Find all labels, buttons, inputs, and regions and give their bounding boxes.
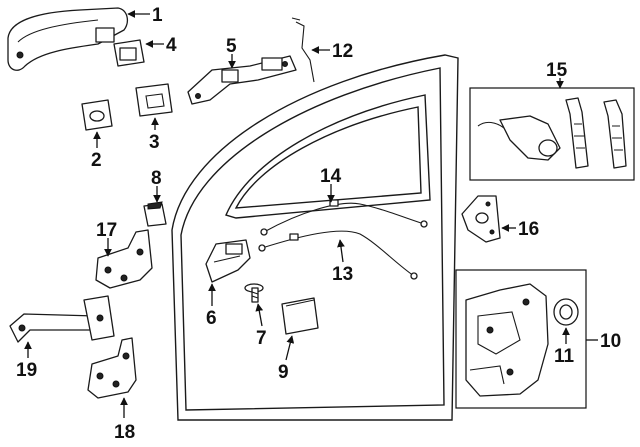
callout-12: 12 — [332, 41, 353, 62]
part-18-lower-hinge[interactable] — [87, 337, 137, 399]
callout-8: 8 — [151, 168, 162, 189]
callout-arrows — [24, 10, 598, 418]
part-9-trim-pad[interactable] — [281, 297, 319, 335]
callout-16: 16 — [518, 219, 539, 240]
part-12-lock-rod[interactable] — [291, 17, 315, 83]
part-6-inside-handle[interactable] — [205, 239, 251, 283]
callout-7: 7 — [256, 328, 267, 349]
callout-6: 6 — [206, 308, 217, 329]
part-10-door-lock-assembly[interactable] — [465, 283, 549, 397]
part-5-handle-frame[interactable] — [187, 55, 297, 105]
part-19-door-check[interactable] — [9, 295, 115, 343]
part-8-stopper[interactable] — [143, 201, 167, 227]
callout-5: 5 — [226, 36, 237, 57]
part-15-box — [469, 87, 635, 181]
callout-17: 17 — [96, 220, 117, 241]
callout-15: 15 — [546, 60, 568, 81]
callout-13: 13 — [332, 264, 353, 285]
part-13-lower-cable[interactable] — [258, 230, 418, 280]
part-7-screw[interactable] — [244, 283, 264, 303]
part-11-grommet[interactable] — [553, 298, 579, 326]
part-15-lock-cylinder-and-keys[interactable] — [477, 97, 627, 169]
part-16-striker[interactable] — [461, 195, 501, 243]
part-1-outside-handle[interactable] — [7, 7, 129, 71]
callout-labels: 1 2 3 4 5 6 7 8 9 10 11 12 13 14 15 16 1… — [16, 5, 621, 443]
callout-10: 10 — [600, 331, 621, 352]
callout-4: 4 — [166, 35, 177, 56]
callout-1: 1 — [152, 5, 163, 26]
callout-2: 2 — [91, 150, 102, 171]
callout-9: 9 — [278, 362, 289, 383]
part-14-upper-cable[interactable] — [260, 199, 428, 236]
part-4-handle-pad[interactable] — [113, 39, 145, 67]
callout-18: 18 — [114, 422, 135, 443]
part-2-cover[interactable] — [81, 99, 113, 131]
door-shell-outline — [171, 54, 459, 421]
callout-3: 3 — [149, 132, 160, 153]
part-10-box — [455, 269, 587, 409]
callout-14: 14 — [320, 166, 342, 187]
callout-11: 11 — [554, 346, 575, 367]
part-17-upper-hinge[interactable] — [95, 229, 153, 289]
part-3-pad[interactable] — [135, 83, 173, 117]
callout-19: 19 — [16, 360, 37, 381]
